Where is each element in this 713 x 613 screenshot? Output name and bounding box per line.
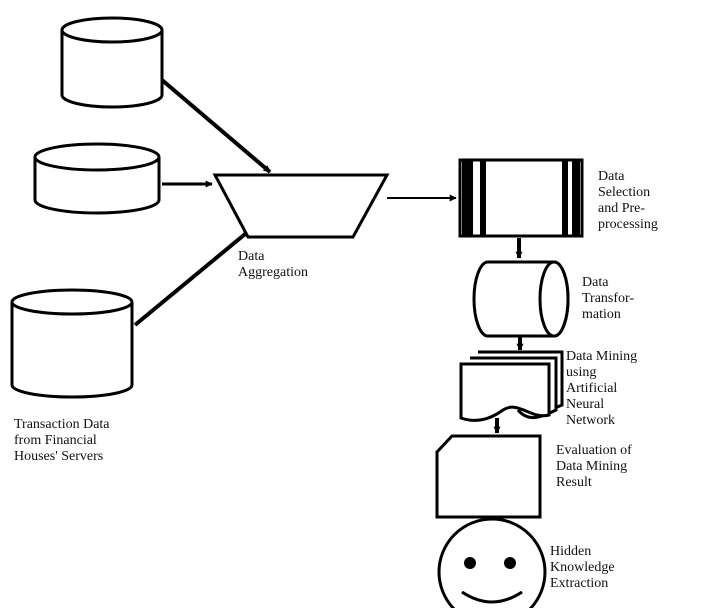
arrow-source3-to-aggregation	[133, 228, 252, 327]
trapezoid-funnel-icon	[212, 173, 390, 239]
database-cylinder-icon	[60, 16, 164, 109]
database-cylinder-icon	[33, 142, 161, 215]
database-cylinder-icon	[10, 288, 134, 399]
smiley-face-icon	[437, 517, 547, 613]
arrow-source1-to-aggregation	[160, 78, 272, 174]
multi-document-icon	[459, 350, 564, 422]
horizontal-cylinder-icon	[472, 260, 570, 338]
striped-process-box-icon	[458, 158, 584, 238]
aggregation-label: Data Aggregation	[238, 249, 308, 280]
selection-label: Data Selection and Pre- processing	[598, 169, 658, 232]
evaluation-label: Evaluation of Data Mining Result	[556, 443, 635, 490]
card-icon	[435, 434, 542, 519]
transformation-label: Data Transfor- mation	[582, 275, 638, 322]
mining-label: Data Mining using Artificial Neural Netw…	[566, 349, 641, 428]
knowledge-label: Hidden Knowledge Extraction	[550, 544, 618, 591]
sources-caption: Transaction Data from Financial Houses' …	[14, 417, 113, 464]
